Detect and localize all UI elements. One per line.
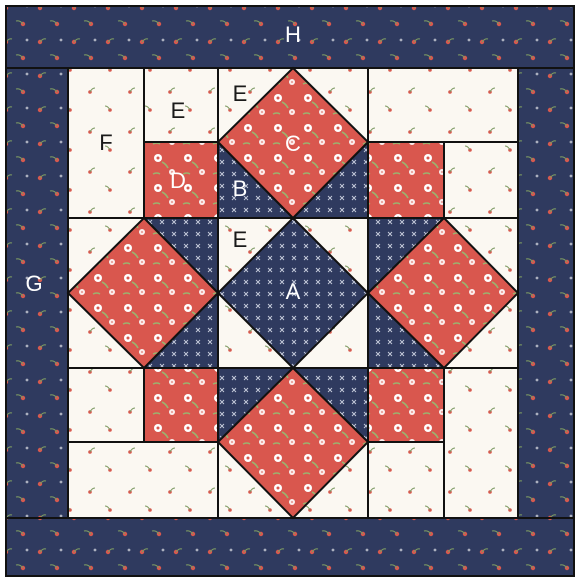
label-c: C — [285, 131, 301, 156]
square-d-top-right — [368, 142, 444, 218]
label-d: D — [170, 168, 186, 193]
square-d-bottom-left — [144, 368, 218, 442]
label-a: A — [286, 279, 301, 304]
label-e-top: E — [233, 81, 248, 106]
square-d-bottom-right — [368, 368, 444, 442]
label-b: B — [233, 176, 248, 201]
label-f: F — [99, 130, 112, 155]
label-g: G — [25, 271, 42, 296]
label-h: H — [285, 22, 301, 47]
label-e-left: E — [171, 98, 186, 123]
border-right — [518, 68, 574, 518]
label-e-center: E — [233, 227, 248, 252]
border-bottom — [6, 518, 574, 576]
